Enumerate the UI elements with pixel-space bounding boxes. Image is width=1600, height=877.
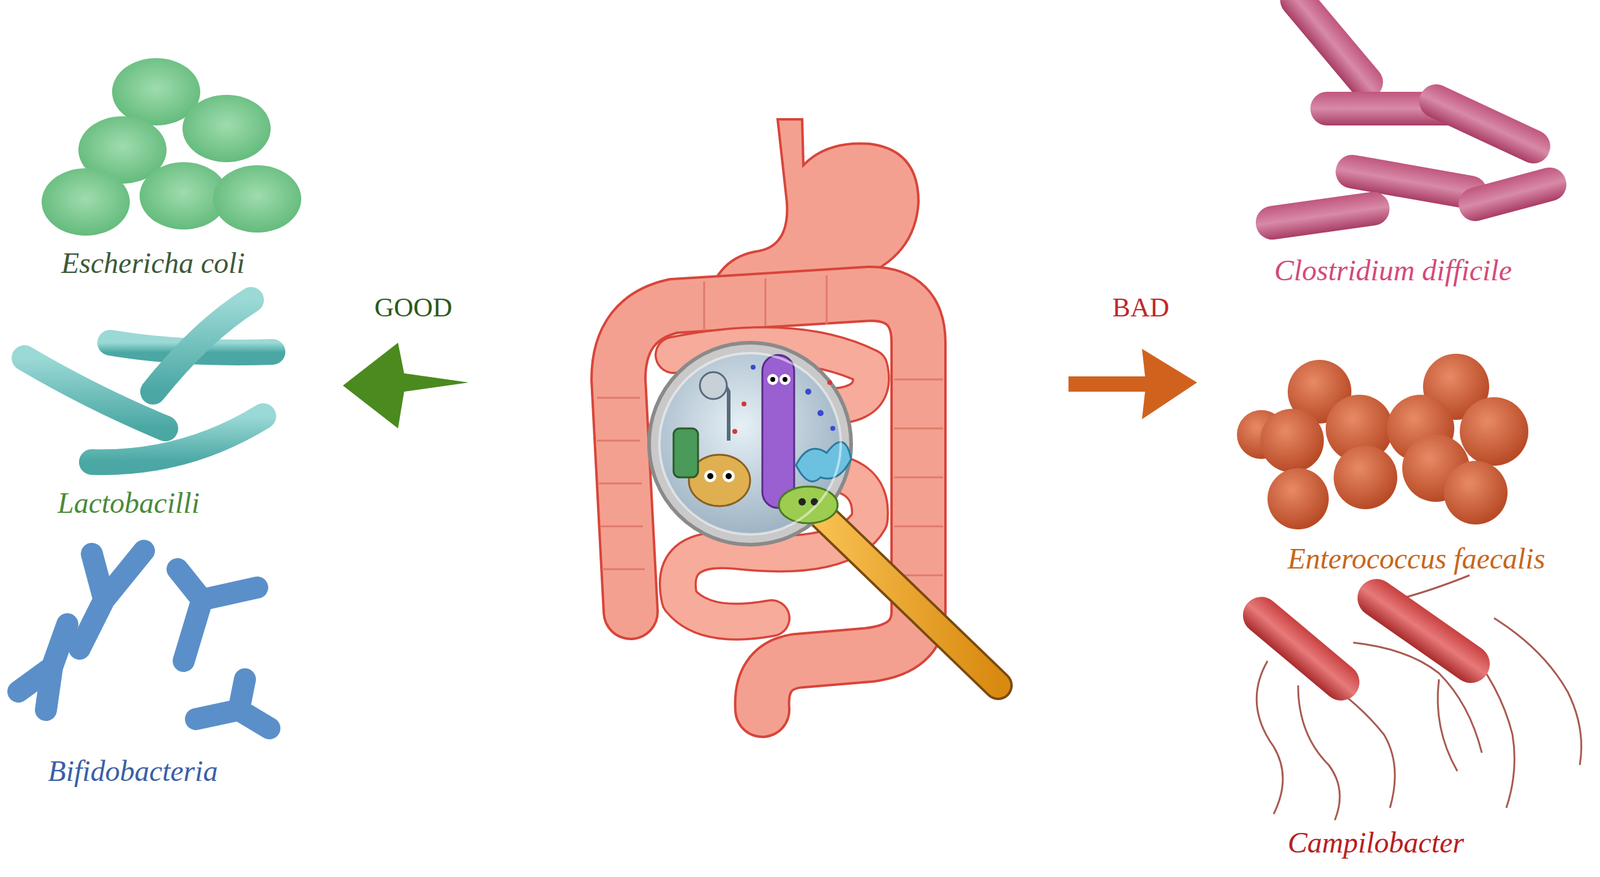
- good-label: GOOD: [374, 292, 452, 324]
- species-label: Bifidobacteria: [47, 754, 218, 789]
- digestive-tract: [597, 119, 943, 711]
- campylobacter-cells: [1235, 571, 1582, 821]
- species-label: Enterococcus faecalis: [1287, 541, 1546, 576]
- clostridium-rods: [1253, 0, 1570, 242]
- species-label: Clostridium difficile: [1274, 253, 1512, 288]
- ecoli-cells: [41, 58, 302, 236]
- bad-arrow: [1068, 349, 1198, 420]
- microbes: [673, 355, 852, 524]
- good-arrow: [342, 342, 469, 429]
- bad-label: BAD: [1112, 292, 1170, 324]
- species-label: Eschericha coli: [61, 246, 245, 280]
- species-label: Lactobacilli: [57, 486, 200, 520]
- lactobacilli-rods: [24, 300, 273, 463]
- bifidobacteria-cells: [18, 551, 270, 729]
- magnifying-glass: [649, 342, 999, 686]
- species-label: Campilobacter: [1287, 826, 1465, 860]
- enterococcus-cells: [1236, 353, 1529, 530]
